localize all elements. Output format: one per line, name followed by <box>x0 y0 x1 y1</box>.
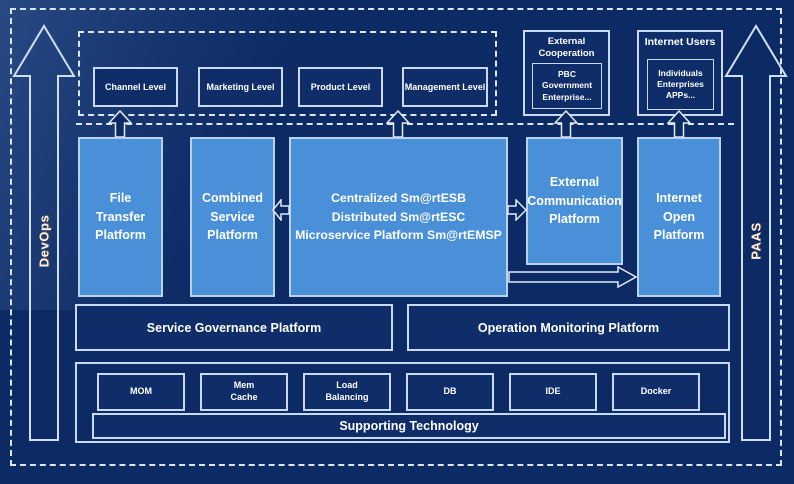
devops-label: DevOps <box>36 214 52 268</box>
up-arrow-icon <box>667 110 691 138</box>
up-arrow-icon <box>108 110 132 138</box>
levels-dashed-frame <box>78 31 497 116</box>
internet-users-box: Internet Users Individuals Enterprises A… <box>637 30 723 116</box>
platform-combined-service: Combined Service Platform <box>190 137 275 297</box>
level-label: Product Level <box>310 82 371 92</box>
service-governance-box: Service Governance Platform <box>75 304 393 351</box>
supporting-technology-bar: Supporting Technology <box>92 413 726 439</box>
up-arrow-icon <box>554 110 578 138</box>
tech-box-ide: IDE <box>509 373 597 411</box>
level-label: Marketing Level <box>206 82 275 92</box>
internet-users-title: Internet Users <box>644 36 716 48</box>
external-cooperation-box: External Cooperation PBC Government Ente… <box>523 30 610 116</box>
platform-external-communication: External Communication Platform <box>526 137 623 265</box>
left-arrow-icon <box>272 199 290 221</box>
outer-dashed-border <box>10 8 782 466</box>
tech-box-load-balancing: Load Balancing <box>303 373 391 411</box>
supporting-technology-label: Supporting Technology <box>339 419 479 433</box>
service-governance-label: Service Governance Platform <box>146 320 322 335</box>
horizontal-dashed-line <box>76 123 734 125</box>
external-cooperation-title: External Cooperation <box>538 36 595 60</box>
platform-internet-open: Internet Open Platform <box>637 137 721 297</box>
level-box-management: Management Level <box>402 67 488 107</box>
level-box-product: Product Level <box>298 67 383 107</box>
level-box-channel: Channel Level <box>93 67 178 107</box>
level-label: Management Level <box>404 82 486 92</box>
tech-box-db: DB <box>406 373 494 411</box>
tech-box-mem-cache: Mem Cache <box>200 373 288 411</box>
external-cooperation-members: PBC Government Enterprise... <box>532 63 602 109</box>
up-arrow-icon <box>386 110 410 138</box>
paas-label: PAAS <box>748 222 764 261</box>
paas-arrow: PAAS <box>724 24 788 442</box>
technology-frame <box>75 362 730 443</box>
devops-arrow: DevOps <box>12 24 76 442</box>
platform-file-transfer: File Transfer Platform <box>78 137 163 297</box>
operation-monitoring-label: Operation Monitoring Platform <box>477 320 660 335</box>
platform-esb: Centralized Sm@rtESB Distributed Sm@rtES… <box>289 137 508 297</box>
right-arrow-icon <box>507 199 527 221</box>
up-arrow-icon <box>12 24 76 441</box>
operation-monitoring-box: Operation Monitoring Platform <box>407 304 730 351</box>
tech-box-mom: MOM <box>97 373 185 411</box>
up-arrow-icon <box>724 24 788 441</box>
internet-users-members: Individuals Enterprises APPs... <box>647 59 714 110</box>
level-box-marketing: Marketing Level <box>198 67 283 107</box>
tech-box-docker: Docker <box>612 373 700 411</box>
level-label: Channel Level <box>104 82 167 92</box>
long-right-arrow-icon <box>508 265 638 289</box>
